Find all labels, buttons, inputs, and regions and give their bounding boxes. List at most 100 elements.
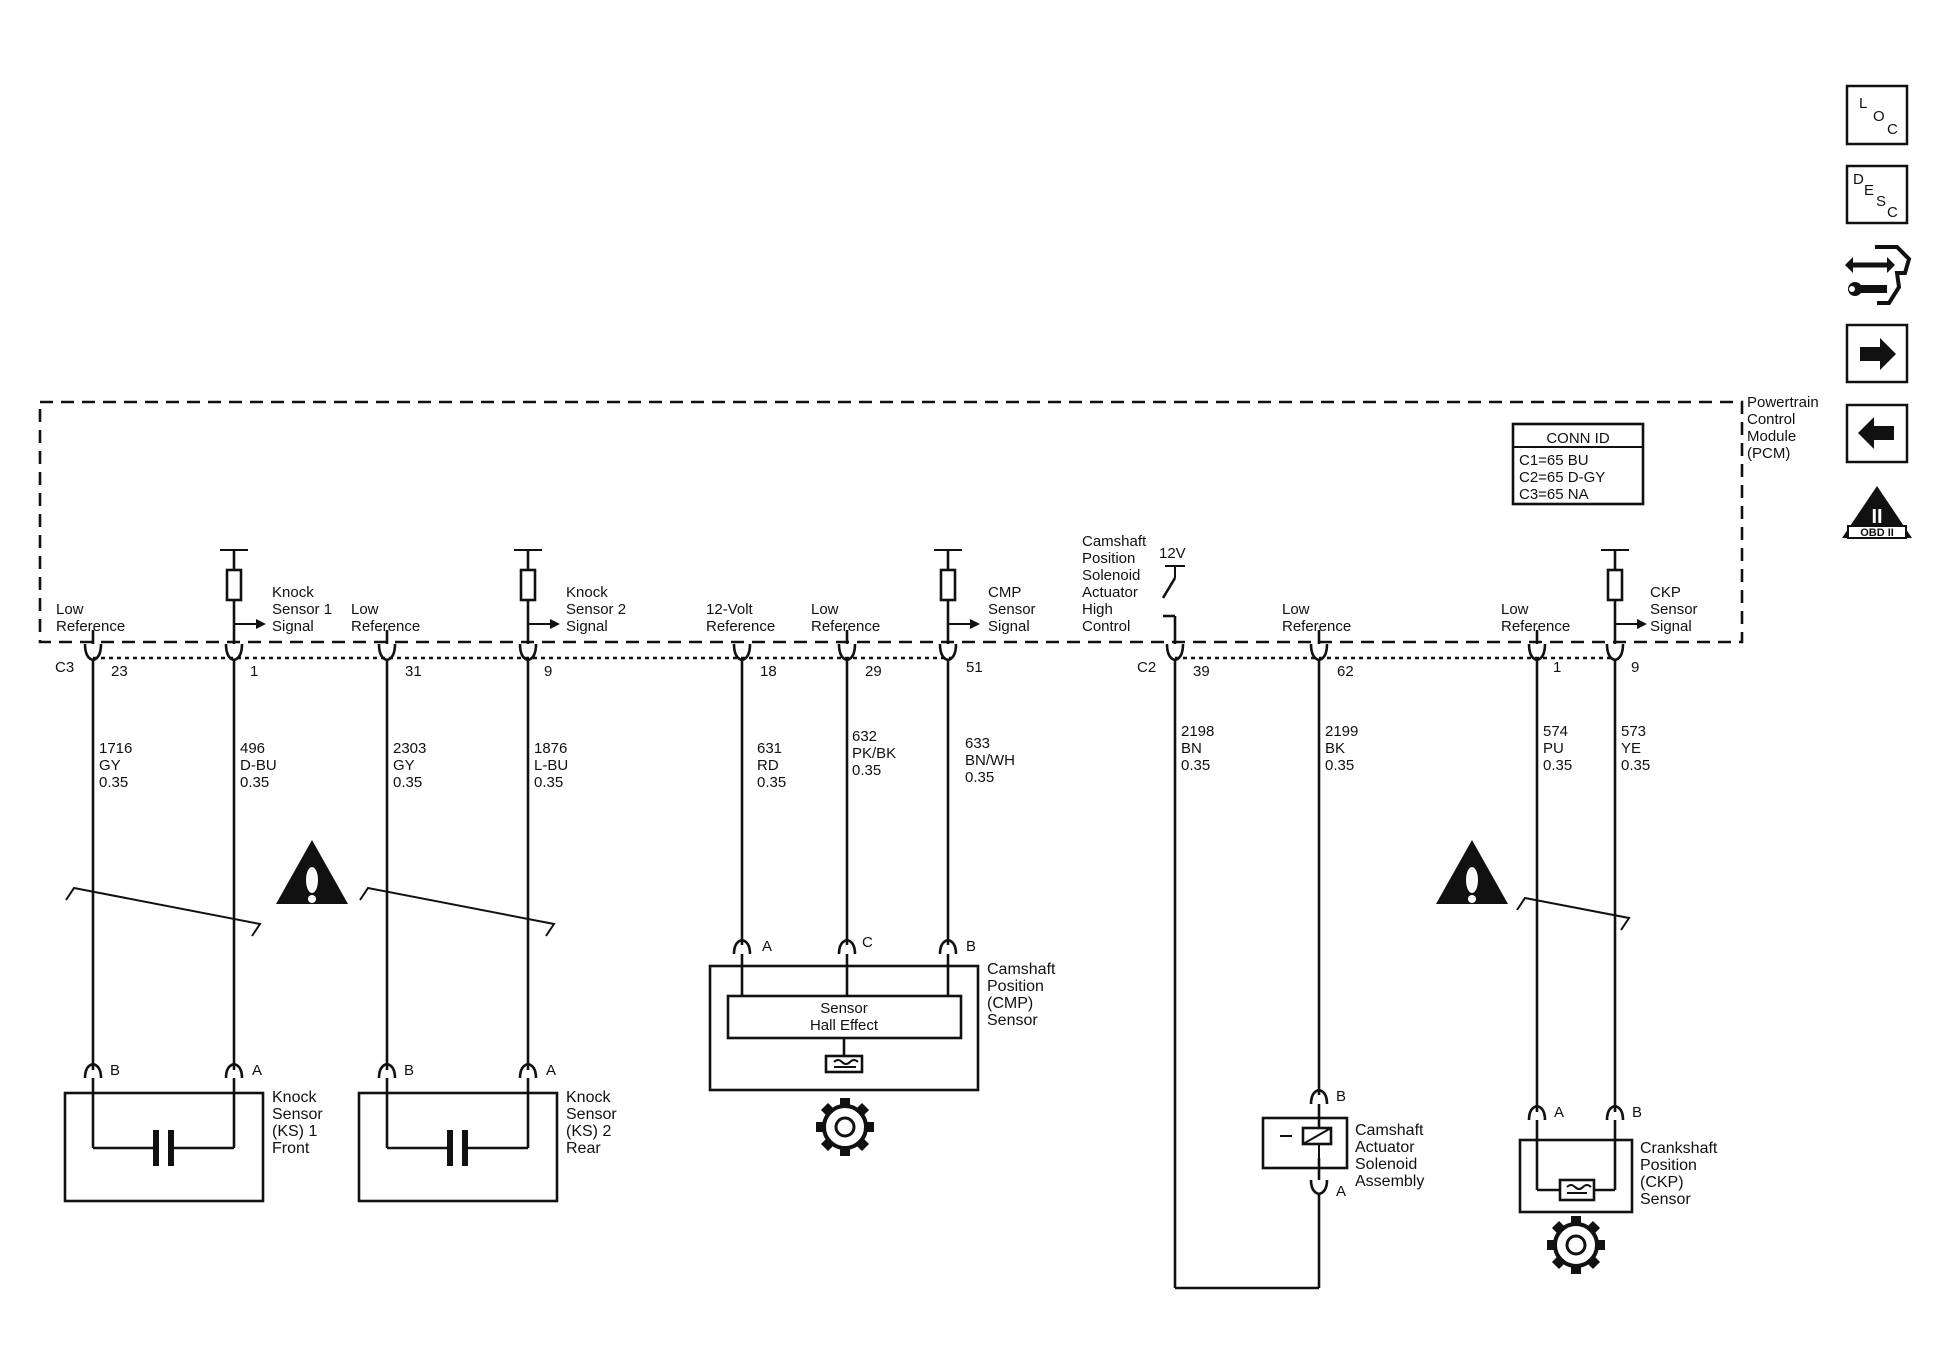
loc-letter: C: [1887, 121, 1898, 138]
high-side-switch: [1161, 565, 1185, 644]
warning-icon: [276, 840, 348, 904]
pullup-ks1: [220, 549, 266, 644]
pin-label: B: [1632, 1104, 1642, 1121]
desc-letter: S: [1876, 193, 1886, 210]
pin-label: A: [1554, 1104, 1564, 1121]
obd-ii-button[interactable]: II OBD II: [1842, 486, 1912, 539]
desc-letter: D: [1853, 171, 1864, 188]
svg-text:Powertrain: Powertrain: [1747, 394, 1819, 411]
pin-number: 29: [865, 663, 882, 680]
svg-text:Control: Control: [1747, 411, 1795, 428]
pin-number: 23: [111, 663, 128, 680]
pin-label: B: [966, 938, 976, 955]
pin-number: 1: [250, 663, 258, 680]
pullup-cmp: [934, 549, 980, 644]
previous-page-button[interactable]: [1845, 403, 1909, 464]
loc-letter: L: [1859, 95, 1867, 112]
conn-id-row: C1=65 BU: [1519, 452, 1589, 469]
pin-label: B: [404, 1062, 414, 1079]
pin-label: B: [1336, 1088, 1346, 1105]
pin-label: C: [862, 934, 873, 951]
conn-id-row: C3=65 NA: [1519, 486, 1589, 503]
pin-label: A: [762, 938, 772, 955]
conn-id-title: CONN ID: [1546, 430, 1610, 447]
wires: [65, 660, 1631, 1290]
desc-letter: C: [1887, 204, 1898, 221]
pullup-ks2: [514, 549, 560, 644]
service-procedure-button[interactable]: [1845, 245, 1912, 305]
internal-pullups: [220, 549, 1647, 644]
pcm-boundary: [38, 400, 1744, 644]
arrow-right-icon: [1860, 338, 1896, 370]
pin-number: 9: [1631, 659, 1639, 676]
sensor-element-icon: [1558, 1178, 1596, 1202]
pcm-label: Powertrain Control Module (PCM): [1747, 394, 1819, 462]
pin-number: 31: [405, 663, 422, 680]
pin-number: 1: [1553, 659, 1561, 676]
next-page-button[interactable]: [1845, 323, 1909, 384]
arrow-left-icon: [1858, 417, 1894, 449]
pin-number: 39: [1193, 663, 1210, 680]
connector-c2-label: C2: [1137, 659, 1156, 676]
obd-numeral: II: [1871, 506, 1882, 528]
pin-terminals: [83, 630, 1625, 662]
conn-id-row: C2=65 D-GY: [1519, 469, 1605, 486]
location-button[interactable]: L O C: [1845, 84, 1909, 146]
gear-icon: [1547, 1216, 1605, 1274]
pin-number: 62: [1337, 663, 1354, 680]
conn-id-table: CONN ID C1=65 BU C2=65 D-GY C3=65 NA: [1511, 422, 1645, 506]
gear-icon: [816, 1098, 874, 1156]
supply-12v-label: 12V: [1159, 545, 1186, 562]
description-button[interactable]: D E S C: [1845, 164, 1909, 225]
pin-label: B: [110, 1062, 120, 1079]
loc-letter: O: [1873, 108, 1885, 125]
pin-number: 51: [966, 659, 983, 676]
connector-c3-label: C3: [55, 659, 74, 676]
obd-label: OBD II: [1860, 527, 1894, 539]
pin-numbers: 23 1 31 9 18 29 51 39 62 1 9: [111, 659, 1639, 680]
pullup-ckp: [1601, 549, 1647, 644]
service-procedure-icon: [1845, 245, 1912, 305]
pin-number: 18: [760, 663, 777, 680]
pin-label: A: [546, 1062, 556, 1079]
pin-label: A: [252, 1062, 262, 1079]
pin-label: A: [1336, 1183, 1346, 1200]
pin-number: 9: [544, 663, 552, 680]
svg-text:(PCM): (PCM): [1747, 445, 1790, 462]
desc-letter: E: [1864, 182, 1874, 199]
